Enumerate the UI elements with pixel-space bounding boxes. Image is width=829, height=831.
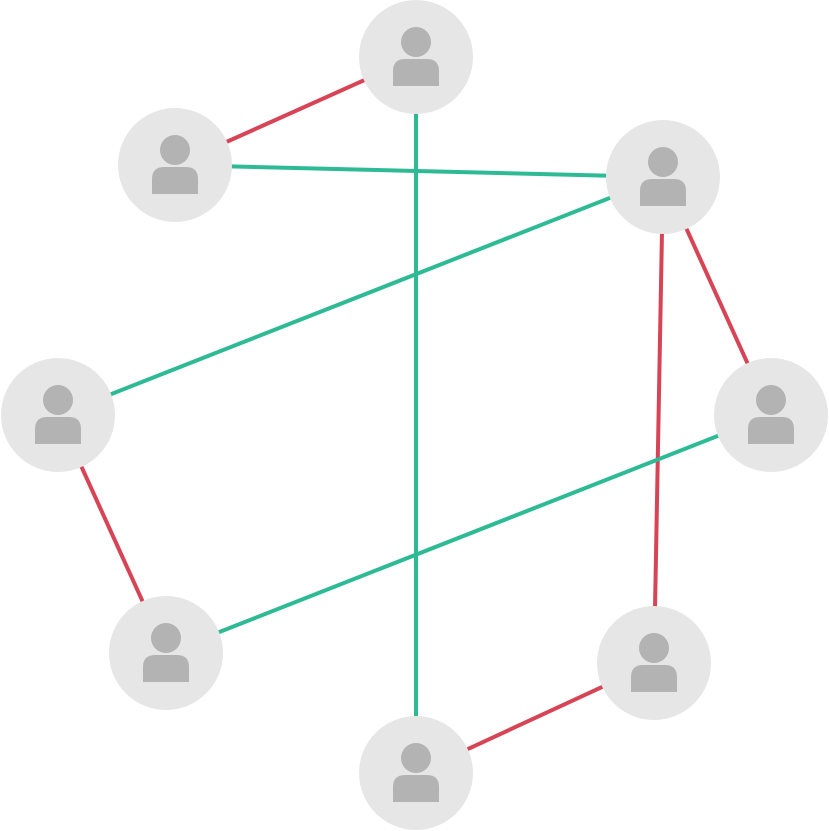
person-icon — [143, 623, 189, 682]
edge-red-n3-n7 — [652, 176, 665, 664]
node-n4 — [1, 358, 115, 472]
node-n5 — [714, 358, 828, 472]
edge-green-n2-n3 — [174, 163, 664, 179]
edge-green-n3-n4 — [57, 175, 664, 417]
person-icon — [748, 385, 794, 444]
node-n6 — [109, 596, 223, 710]
node-n7 — [597, 606, 711, 720]
edge-green-n5-n6 — [165, 413, 772, 655]
node-n1 — [359, 0, 473, 114]
person-icon — [393, 27, 439, 86]
person-icon — [631, 633, 677, 692]
edges — [56, 55, 773, 775]
person-icon — [393, 743, 439, 802]
person-icon — [152, 135, 198, 194]
node-n8 — [359, 716, 473, 830]
node-n3 — [606, 120, 720, 234]
node-n2 — [118, 108, 232, 222]
person-icon — [640, 147, 686, 206]
person-icon — [35, 385, 81, 444]
